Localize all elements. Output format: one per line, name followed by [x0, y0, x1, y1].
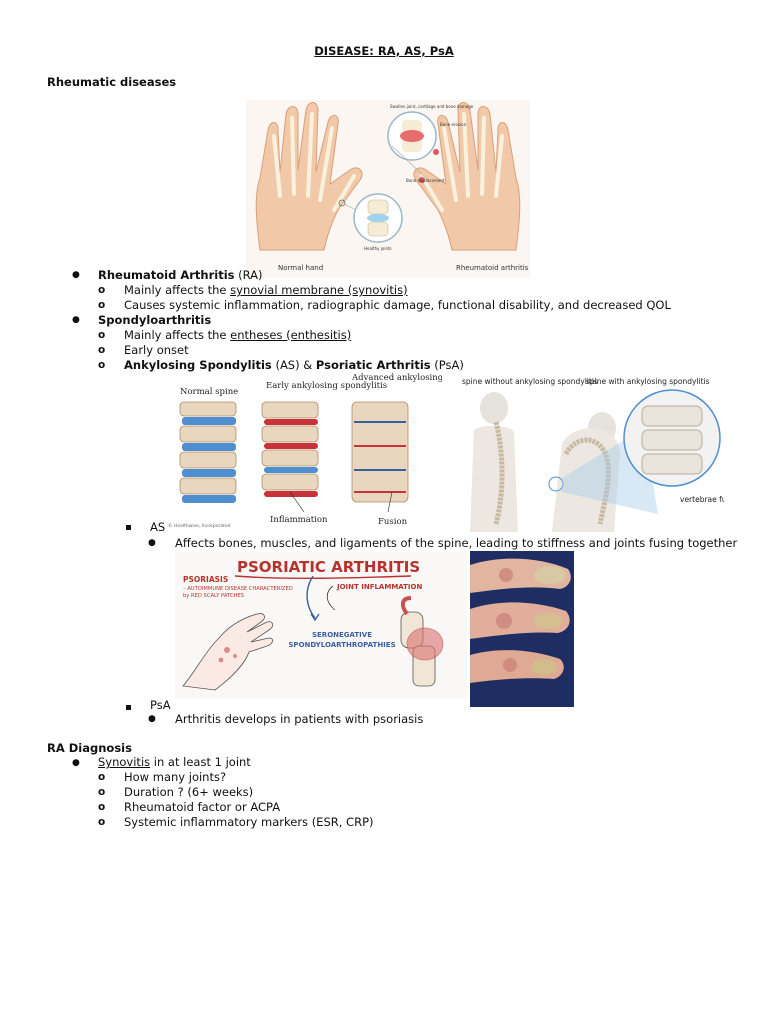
diag-subitem-1: How many joints?	[124, 770, 227, 784]
bullet-o: o	[98, 801, 106, 813]
fusion-label: Fusion	[378, 517, 408, 527]
seronegative-label: SERONEGATIVE SPONDYLOARTHROPATHIES	[288, 631, 396, 649]
advanced-as-drawing	[351, 401, 409, 513]
joint-inflammation-label: JOINT INFLAMMATION	[336, 583, 422, 591]
advanced-as-label: Advanced ankylosing spondylitis	[351, 373, 442, 383]
bullet-dot: ●	[148, 538, 156, 548]
normal-spine-label: Normal spine	[180, 387, 238, 397]
normal-hand-figure	[255, 102, 363, 251]
ra-hand-figure	[413, 102, 521, 251]
diag-subitem-2: Duration ? (6+ weeks)	[124, 785, 254, 799]
spine-with-label: spine with ankylosing spondylitis	[586, 377, 710, 386]
healthy-caption: Healthy joints	[364, 246, 392, 251]
normal-hand-caption: Normal hand	[278, 264, 323, 272]
early-as-label: Early ankylosing spondylitis	[266, 381, 387, 391]
bullet-square	[126, 525, 131, 530]
ra-hand-caption: Rheumatoid arthritis	[456, 264, 529, 272]
section-heading-ra-diagnosis: RA Diagnosis	[47, 741, 132, 755]
spine-without-label: spine without ankylosing spondylitis	[462, 377, 598, 386]
diag-subitem-3: Rheumatoid factor or ACPA	[124, 800, 281, 814]
spine-copyright: © Healthwise, Incorporated	[168, 524, 231, 529]
psa-illustration: PSORIATIC ARTHRITIS PSORIASIS – AUTOIMMU…	[175, 552, 467, 698]
spine-progression-figure: Normal spine Early ankylosing spondyliti…	[166, 372, 442, 528]
bullet-o: o	[98, 344, 106, 356]
bone-erosion-caption: Bone erosion	[440, 122, 467, 127]
as-label: AS	[150, 520, 166, 534]
psa-fingers-photo	[470, 551, 574, 707]
bullet-o: o	[98, 816, 106, 828]
inflammation-label: Inflammation	[270, 515, 328, 525]
bullet-o: o	[98, 299, 106, 311]
diag-item: Synovitis in at least 1 joint	[98, 755, 251, 769]
psoriasis-label: PSORIASIS	[183, 575, 228, 584]
psa-title: PSORIATIC ARTHRITIS	[237, 558, 420, 576]
fused-vertebrae-zoom	[623, 389, 721, 487]
bullet-o: o	[98, 284, 106, 296]
erosion-caption: Swollen joint, cartilage and bone damage	[390, 104, 474, 109]
upright-body	[470, 392, 518, 532]
section-heading-rheumatic: Rheumatic diseases	[47, 75, 177, 89]
diag-subitem-4: Systemic inflammatory markers (ESR, CRP)	[124, 815, 374, 829]
bullet-o: o	[98, 329, 106, 341]
spa-subitem-3: Ankylosing Spondylitis (AS) & Psoriatic …	[124, 358, 464, 372]
early-as-drawing	[261, 401, 319, 513]
healthy-joint-inset: Healthy joints	[343, 193, 403, 251]
psoriasis-desc: – AUTOIMMUNE DISEASE CHARACTERIZED by RE…	[183, 586, 293, 599]
spa-item: Spondyloarthritis	[98, 313, 212, 327]
ra-item: Rheumatoid Arthritis (RA)	[98, 268, 263, 282]
bullet-o: o	[98, 786, 106, 798]
ra-subitem-2: Causes systemic inflammation, radiograph…	[124, 298, 671, 312]
ra-subitem-1: Mainly affects the synovial membrane (sy…	[124, 283, 408, 297]
spa-subitem-1: Mainly affects the entheses (enthesitis)	[124, 328, 352, 342]
bullet-square	[126, 705, 131, 710]
hands-illustration: Swollen joint, cartilage and bone damage…	[246, 100, 530, 278]
bullet-o: o	[98, 771, 106, 783]
posture-figure: spine without ankylosing spondylitis spi…	[444, 374, 724, 532]
spa-subitem-2: Early onset	[124, 343, 189, 357]
bullet-o: o	[98, 359, 106, 371]
normal-spine-drawing	[179, 401, 237, 503]
bullet-dot: ●	[148, 714, 156, 724]
psa-label: PsA	[150, 698, 171, 712]
psa-detail: Arthritis develops in patients with psor…	[175, 712, 424, 726]
erosion-inset: Swollen joint, cartilage and bone damage…	[387, 104, 474, 183]
bullet-dot: ●	[72, 270, 80, 280]
document-title: DISEASE: RA, AS, PsA	[314, 44, 454, 58]
bullet-dot: ●	[72, 758, 80, 768]
bullet-dot: ●	[72, 315, 80, 325]
fused-label: vertebrae fused together	[680, 495, 724, 504]
displacement-caption: Bone displacement	[406, 178, 445, 183]
as-detail: Affects bones, muscles, and ligaments of…	[175, 536, 738, 550]
